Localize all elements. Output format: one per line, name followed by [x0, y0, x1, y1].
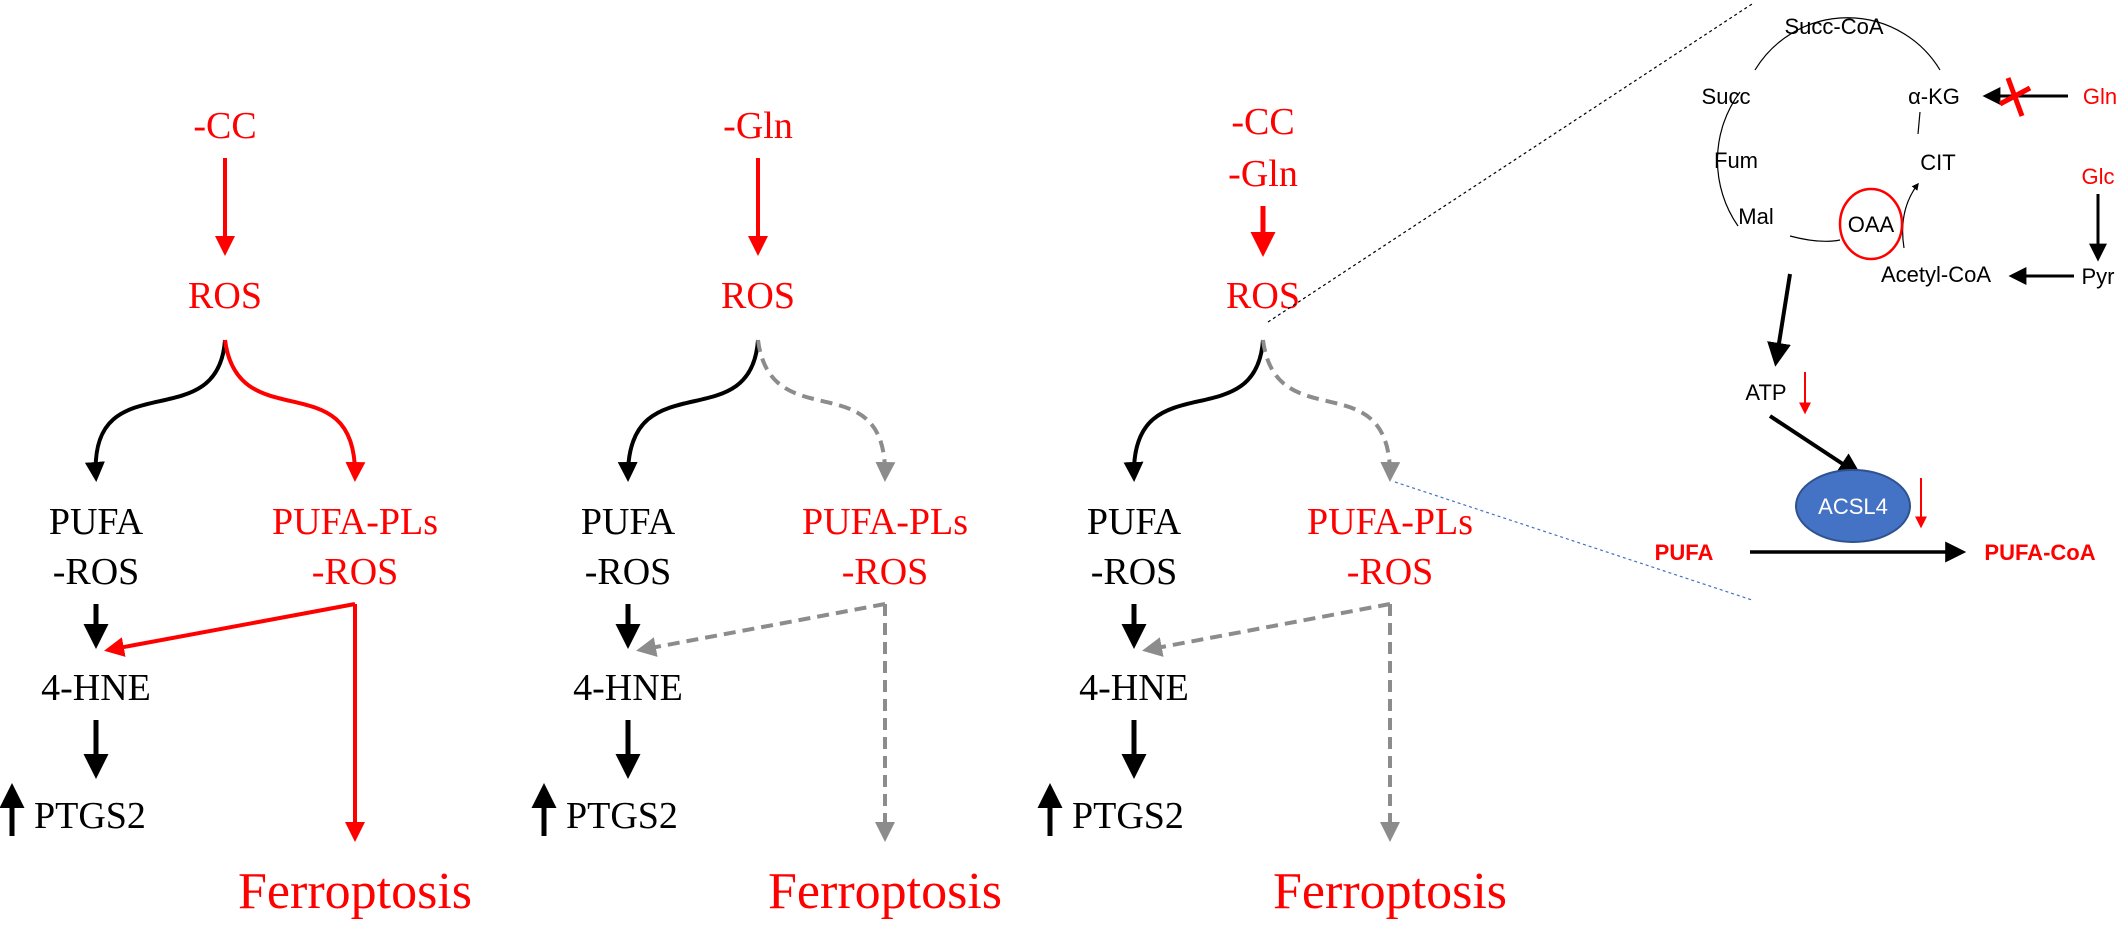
panel-gln: -Gln ROS PUFA -ROS PUFA-PLs -ROS 4-HNE P… [531, 105, 1002, 920]
ros-to-pufa-pls-arrow [223, 339, 366, 482]
pufa-pls-ros-label-line1: PUFA-PLs [802, 501, 968, 543]
acsl4-enzyme [1795, 469, 1911, 543]
pufa-ros-label-line2: -ROS [585, 551, 672, 593]
mal-label: Mal [1738, 204, 1773, 229]
akg-label: α-KG [1908, 84, 1960, 109]
acsl4-label: ACSL4 [1818, 494, 1888, 519]
tca-cycle-arc-left [1716, 91, 1741, 227]
hne-label: 4-HNE [1079, 667, 1189, 709]
tca-cycle-arc-bottom [1789, 235, 1841, 242]
oaa-circle [1838, 187, 1904, 261]
tca-to-atp-arrow [1767, 273, 1792, 367]
glc-label: Glc [2082, 164, 2115, 189]
tca-cycle-arc-cit [1902, 182, 1919, 249]
ros-to-pufa-pls-arrow [756, 339, 896, 482]
pufa-pls-ros-label-line1: PUFA-PLs [272, 501, 438, 543]
oaa-label: OAA [1848, 212, 1895, 237]
pls-to-hne-arrow [104, 602, 356, 657]
pufa-pls-ros-label-line1: PUFA-PLs [1307, 501, 1473, 543]
pufa-coa-label: PUFA-CoA [1984, 540, 2095, 565]
ferroptosis-label: Ferroptosis [768, 863, 1002, 920]
pufa-label: PUFA [1655, 540, 1714, 565]
pufa-pls-ros-label-line2: -ROS [312, 551, 399, 593]
ros-label: ROS [1226, 275, 1300, 317]
ros-label: ROS [721, 275, 795, 317]
fum-label: Fum [1714, 148, 1758, 173]
pufa-ros-label-line1: PUFA [1087, 501, 1182, 543]
ferroptosis-label: Ferroptosis [1273, 863, 1507, 920]
ptgs2-label: PTGS2 [566, 795, 678, 837]
hne-label: 4-HNE [41, 667, 151, 709]
cit-label: CIT [1920, 150, 1955, 175]
treatment-label: -CC [193, 105, 256, 147]
zoom-line-bottom [1394, 481, 1753, 601]
metabolism-inset: Succ-CoA α-KG Succ Fum CIT Mal OAA Acety… [1655, 14, 2117, 565]
pufa-ros-label-line2: -ROS [1091, 551, 1178, 593]
ptgs2-label: PTGS2 [1072, 795, 1184, 837]
pls-to-hne-arrow [1142, 602, 1391, 657]
succ-coa-label: Succ-CoA [1784, 14, 1883, 39]
ros-to-pufa-ros-arrow [1123, 339, 1265, 482]
ros-label: ROS [188, 275, 262, 317]
ferroptosis-label: Ferroptosis [238, 863, 472, 920]
pls-to-hne-arrow [636, 602, 886, 657]
panel-cc-gln: -CC -Gln ROS PUFA -ROS PUFA-PLs -ROS 4-H… [1037, 101, 1507, 920]
hne-label: 4-HNE [573, 667, 683, 709]
pufa-pls-ros-label-line2: -ROS [842, 551, 929, 593]
ros-to-pufa-ros-arrow [617, 339, 760, 482]
treatment-label-1: -CC [1231, 101, 1294, 143]
ros-to-pufa-pls-arrow [1261, 339, 1401, 482]
atp-label: ATP [1745, 380, 1786, 405]
tca-cycle-arc-top [1754, 17, 1941, 71]
gln-label: Gln [2083, 84, 2117, 109]
pufa-pls-ros-label-line2: -ROS [1347, 551, 1434, 593]
pyr-label: Pyr [2082, 264, 2115, 289]
atp-to-acsl4-arrow [1768, 414, 1863, 477]
pufa-ros-label-line1: PUFA [581, 501, 676, 543]
blocked-cross-icon [1998, 77, 2032, 117]
ptgs2-label: PTGS2 [34, 795, 146, 837]
acetyl-coa-label: Acetyl-CoA [1881, 262, 1991, 287]
succ-label: Succ [1702, 84, 1751, 109]
tca-cycle-arc-right [1917, 111, 1921, 135]
zoom-line-top [1267, 3, 1753, 323]
pufa-ros-label-line1: PUFA [49, 501, 144, 543]
pufa-ros-label-line2: -ROS [53, 551, 140, 593]
ros-to-pufa-ros-arrow [84, 339, 227, 482]
treatment-label-2: -Gln [1228, 153, 1298, 195]
treatment-label: -Gln [723, 105, 793, 147]
panel-cc: -CC ROS PUFA -ROS PUFA-PLs -ROS 4-HNE PT… [0, 105, 472, 920]
